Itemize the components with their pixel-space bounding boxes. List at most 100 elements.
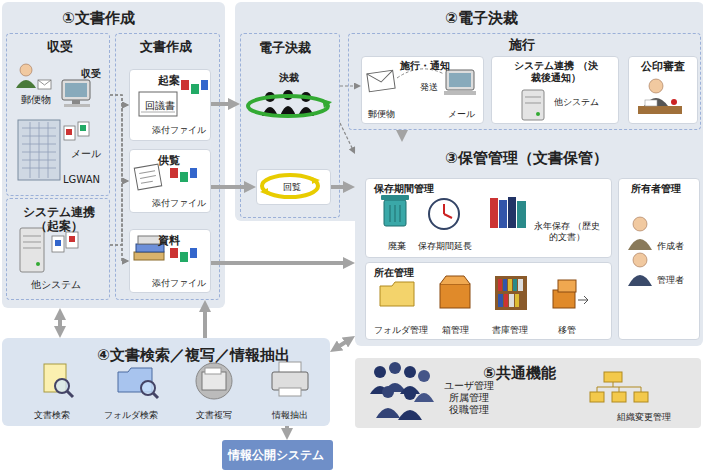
item-label: 回覧	[283, 182, 301, 193]
text-holder: フォルダ検索	[104, 410, 158, 421]
text-holder: 組織変更管理	[617, 412, 671, 423]
text-holder: 他システム	[554, 97, 599, 108]
flow-arrow	[335, 339, 350, 349]
text-holder: システム連携 （起案）	[19, 205, 99, 234]
mail-send-icon	[367, 70, 395, 91]
document-icon	[201, 80, 208, 90]
item-label: 回議書	[145, 100, 175, 112]
box-icon	[440, 284, 470, 308]
monitor-icon	[62, 80, 90, 100]
heading: ①文書作成	[62, 9, 135, 27]
heading: 文書作成	[140, 39, 192, 55]
heading: 所在管理	[374, 267, 414, 279]
server-icon	[23, 236, 41, 248]
seal-check-icon	[671, 99, 677, 105]
text-holder: 保存期間延長	[418, 241, 472, 252]
trash-icon	[390, 205, 400, 222]
server-icon-2	[525, 97, 541, 103]
folder-icon	[380, 282, 414, 306]
server-icon-2	[536, 112, 540, 116]
org-chart-icon	[604, 372, 622, 382]
server-icon-2	[522, 90, 544, 120]
item-label: 情報抽出	[272, 410, 308, 421]
text-holder: 管理者	[657, 275, 684, 286]
item-label: LGWAN	[63, 174, 100, 186]
text-holder: ユーザ管理 所属管理 役職管理	[443, 380, 495, 416]
shelf-icon	[498, 294, 503, 307]
text-holder: ③保管管理（文書保管）	[445, 149, 608, 167]
seal-check-icon	[638, 106, 682, 114]
material-icon	[180, 252, 188, 262]
heading: ③保管管理（文書保管）	[445, 149, 608, 167]
flow-arrow	[285, 426, 289, 434]
copier-icon	[196, 363, 232, 399]
text-holder: 郵便物	[21, 94, 51, 106]
item-label: 添付ファイル	[152, 198, 206, 209]
shelf-icon	[508, 279, 512, 291]
flow-arrow	[211, 185, 250, 189]
text-holder: 資料	[158, 234, 180, 247]
text-holder: 情報抽出	[272, 410, 308, 421]
heading: 収受	[81, 68, 101, 80]
heading: 施行	[509, 37, 535, 53]
material-icon	[190, 248, 197, 258]
circulation-document-icon	[134, 164, 161, 190]
box-icon	[440, 276, 470, 284]
text-holder: 作成者	[657, 241, 684, 252]
server-icon	[52, 236, 64, 252]
text-holder: フォルダ管理	[374, 325, 428, 336]
item-label: 他システム	[554, 97, 599, 108]
trash-icon	[381, 195, 409, 200]
system-box: 情報公開システム	[222, 440, 333, 470]
server-icon	[66, 232, 78, 248]
server-icon	[20, 228, 44, 272]
users-icon	[374, 366, 386, 378]
monitor-icon	[64, 104, 90, 107]
material-icon	[170, 248, 178, 258]
text-holder: 移管	[558, 325, 576, 336]
transfer-icon	[558, 280, 576, 292]
copier-icon	[196, 363, 232, 399]
item-label: 箱管理	[442, 325, 469, 336]
shelf-icon	[513, 279, 517, 291]
heading: 収受	[47, 39, 73, 55]
group-box: 電子決裁決裁回覧	[240, 33, 340, 218]
mail-send-icon	[444, 91, 476, 95]
seal-check-icon	[649, 79, 663, 93]
text-holder: 施行・通知	[400, 60, 450, 72]
item-label: フォルダ管理	[374, 325, 428, 336]
box-icon	[440, 276, 470, 308]
building-icon	[18, 120, 60, 180]
text-holder: 決裁	[279, 72, 299, 84]
shelf-icon	[515, 294, 519, 307]
copier-icon	[205, 368, 221, 374]
search-icon	[55, 379, 69, 393]
server-icon	[36, 262, 40, 266]
server-icon	[69, 236, 75, 242]
text-holder: 回議書	[145, 100, 175, 112]
item-label: 他システム	[31, 279, 81, 291]
text-holder: 廃棄	[388, 241, 406, 252]
text-holder: 公印審査	[641, 60, 685, 73]
heading: 供覧	[158, 154, 180, 167]
attachment-icons	[78, 122, 89, 136]
text-holder: 収受	[47, 39, 73, 55]
heading: システム連携 （決裁後通知）	[514, 60, 598, 84]
item-label: メール	[71, 148, 101, 160]
group-box: 文書作成起案回議書添付ファイル供覧添付ファイル資料添付ファイル	[115, 33, 220, 300]
users-icon	[404, 366, 416, 378]
heading: 公印審査	[641, 60, 685, 73]
item-label: 移管	[558, 325, 576, 336]
users-icon	[418, 370, 430, 382]
text-holder: メール	[448, 109, 475, 120]
heading: 情報公開システム	[222, 448, 330, 462]
text-holder: 供覧	[158, 154, 180, 167]
org-chart-icon	[612, 392, 626, 402]
circulation-document-icon	[170, 168, 178, 178]
circulation-document-icon	[180, 172, 188, 182]
circulation-document-icon	[190, 168, 197, 178]
item-label: 文書複写	[196, 410, 232, 421]
clock-icon	[429, 199, 459, 229]
heading: 起案	[158, 74, 180, 87]
text-holder: 情報公開システム	[222, 448, 330, 462]
